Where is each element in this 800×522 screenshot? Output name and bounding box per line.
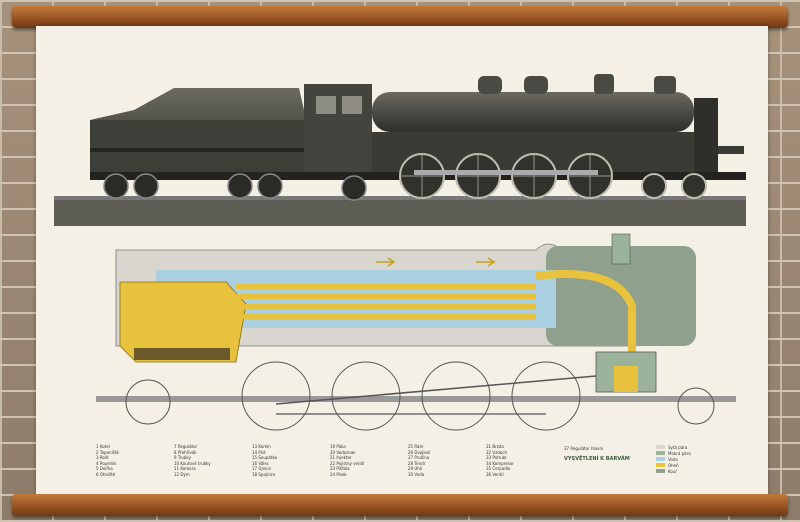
- legend-item: 11 Komora: [174, 466, 196, 471]
- color-key-item: Mokrá pára: [656, 450, 691, 456]
- legend-item: 12 Dým: [174, 471, 190, 477]
- swatch-label: Voda: [668, 456, 678, 462]
- swatch-icon: [656, 451, 665, 455]
- legend-item: 29 Uhlí: [408, 466, 423, 471]
- legend-item: 13 Komín: [252, 444, 271, 449]
- swatch-icon: [656, 457, 665, 461]
- swatch-label: Sytá pára: [668, 444, 688, 450]
- legend-item: 14 Píst: [252, 449, 266, 455]
- swatch-icon: [656, 469, 665, 473]
- legend: 1 Kotel 2 Topeniště 3 Rošt 4 Popelník 5 …: [96, 442, 746, 492]
- legend-title: VYSVĚTLENÍ K BARVÁM: [564, 456, 630, 462]
- legend-item: 5 Dvířka: [96, 466, 113, 471]
- legend-column: 25 Rám 26 Dvojkolí 27 Pružina 28 Tendr 2…: [408, 444, 472, 477]
- legend-extra-item: 37 Regulátor hlavní: [564, 446, 604, 451]
- legend-item: 8 Přehřívák: [174, 449, 197, 455]
- legend-item: 23 Píšťala: [330, 466, 350, 471]
- legend-item: 21 Injektor: [330, 455, 352, 460]
- cross-section-diagram: [96, 233, 736, 431]
- legend-item: 10 Kouřové trubky: [174, 460, 211, 466]
- legend-item: 16 Válec: [252, 460, 270, 466]
- swatch-label: Mokrá pára: [668, 450, 691, 456]
- legend-column: 31 Brzda 32 Vzduch 33 Potrubí 34 Kompres…: [486, 444, 550, 477]
- legend-item: 17 Ojnice: [252, 466, 271, 471]
- legend-item: 7 Regulátor: [174, 444, 198, 449]
- legend-item: 9 Trubky: [174, 455, 191, 460]
- color-key-item: Kouř: [656, 468, 691, 474]
- color-key: Sytá pára Mokrá pára Voda Oheň Kouř: [656, 444, 691, 474]
- legend-item: 33 Potrubí: [486, 455, 507, 460]
- legend-item: 36 Ventil: [486, 471, 504, 477]
- legend-item: 22 Pojistný ventil: [330, 460, 365, 466]
- legend-item: 24 Písek: [330, 471, 347, 477]
- legend-item: 19 Páka: [330, 444, 346, 449]
- legend-item: 15 Šoupátko: [252, 455, 278, 460]
- legend-item: 26 Dvojkolí: [408, 449, 431, 455]
- legend-item: 1 Kotel: [96, 444, 110, 449]
- legend-item: 35 Čerpadlo: [486, 466, 511, 471]
- legend-item: 28 Tendr: [408, 460, 426, 466]
- legend-column: 7 Regulátor 8 Přehřívák 9 Trubky 10 Kouř…: [174, 444, 238, 477]
- legend-item: 25 Rám: [408, 444, 424, 449]
- swatch-label: Oheň: [668, 462, 679, 468]
- legend-item: 30 Voda: [408, 471, 425, 477]
- locomotive-photo: [54, 74, 746, 226]
- swatch-icon: [656, 463, 665, 467]
- bottom-wooden-rod: [12, 494, 788, 516]
- color-key-item: Oheň: [656, 462, 691, 468]
- legend-item: 32 Vzduch: [486, 449, 508, 455]
- top-wooden-rod: [12, 6, 788, 28]
- color-key-item: Sytá pára: [656, 444, 691, 450]
- swatch-label: Kouř: [668, 468, 678, 474]
- legend-item: 6 Ohniště: [96, 471, 116, 477]
- color-key-item: Voda: [656, 456, 691, 462]
- legend-item: 18 Spojnice: [252, 471, 276, 477]
- swatch-icon: [656, 445, 665, 449]
- legend-column: 13 Komín 14 Píst 15 Šoupátko 16 Válec 17…: [252, 444, 316, 477]
- legend-item: 27 Pružina: [408, 455, 430, 460]
- legend-item: 34 Kompresor: [486, 460, 514, 466]
- legend-column: 1 Kotel 2 Topeniště 3 Rošt 4 Popelník 5 …: [96, 444, 160, 477]
- legend-item: 31 Brzda: [486, 444, 504, 449]
- legend-item: 2 Topeniště: [96, 449, 119, 455]
- legend-item: 4 Popelník: [96, 460, 117, 466]
- poster-sheet: 1 Kotel 2 Topeniště 3 Rošt 4 Popelník 5 …: [36, 26, 768, 496]
- legend-column: 19 Páka 20 Vodoznak 21 Injektor 22 Pojis…: [330, 444, 394, 477]
- legend-item: 3 Rošt: [96, 455, 109, 460]
- legend-item: 20 Vodoznak: [330, 449, 356, 455]
